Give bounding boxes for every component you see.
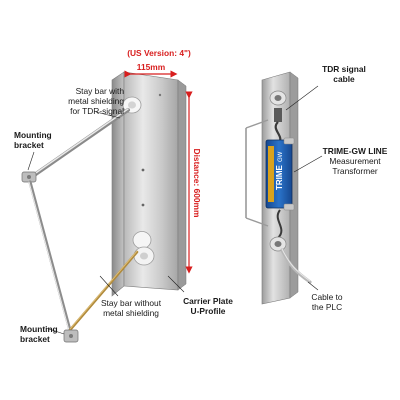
- trime-line2: Measurement: [329, 156, 381, 166]
- right-stay-rod-top: [245, 119, 269, 129]
- leader-trime: [293, 155, 323, 173]
- stay-bar-shielded-label: Stay bar with metal shielding for TDR-si…: [44, 86, 124, 116]
- mounting-bracket-bottom: [63, 329, 79, 343]
- carrier-plate-line2: U-Profile: [190, 306, 226, 316]
- mounting-bracket-bottom-line1: Mounting: [20, 324, 58, 334]
- leader-stay-bar-shielded: [95, 111, 121, 119]
- mounting-bracket-top-line1: Mounting: [14, 130, 52, 140]
- leader-mounting-bracket-top: [27, 151, 35, 171]
- plc-cable-line1: Cable to: [311, 292, 343, 302]
- left-assembly: [21, 70, 193, 343]
- leader-mounting-bracket-bottom: [45, 327, 65, 335]
- mounting-bracket-bottom-label: Mounting bracket: [20, 324, 58, 344]
- plc-cable-line2: the PLC: [311, 302, 343, 312]
- mounting-bracket-top-line2: bracket: [14, 140, 44, 150]
- support-rod-highlight: [28, 181, 72, 339]
- carrier-plate-flange: [177, 79, 187, 291]
- stay-bar-shielded-line2: metal shielding: [68, 96, 124, 106]
- stay-bar-unshielded-highlight: [69, 250, 138, 330]
- lower-connector: [269, 236, 287, 252]
- plc-cable-highlight: [281, 248, 311, 282]
- leader-tdr-cable: [285, 85, 319, 111]
- width-label: 115mm: [136, 62, 166, 72]
- tdr-cable-line2: cable: [333, 74, 355, 84]
- stay-bar-shielded: [28, 108, 130, 180]
- stay-bar-shielded-line1: Stay bar with: [75, 86, 124, 96]
- tdr-cable-label: TDR signal cable: [314, 64, 374, 84]
- trime-gw-transformer: TRIME GW: [265, 137, 295, 211]
- stay-bar-shielded-line3: for TDR-signal: [70, 106, 124, 116]
- stay-bar-unshielded-label: Stay bar without metal shielding: [96, 298, 166, 318]
- mounting-bracket-top: [21, 171, 37, 183]
- bottom-grommet-hole: [140, 252, 148, 260]
- bottom-grommet: [132, 231, 152, 249]
- trime-label: TRIME-GW LINE Measurement Transformer: [318, 146, 392, 176]
- right-assembly: TRIME GW: [245, 71, 323, 305]
- plc-cable-label: Cable to the PLC: [302, 292, 352, 312]
- us-version-label: (US Version: 4"): [127, 48, 191, 58]
- upper-connector: [269, 90, 287, 122]
- trime-line1: TRIME-GW LINE: [322, 146, 388, 156]
- right-stay-rod-bottom: [245, 217, 269, 227]
- top-grommet-hole: [128, 101, 136, 109]
- support-rod: [28, 180, 74, 340]
- stay-bar-unshielded-line1: Stay bar without: [100, 298, 162, 308]
- right-carrier-flange: [289, 71, 299, 299]
- leader-plc-cable: [307, 281, 319, 291]
- distance-label: Distance: 600mm: [192, 148, 202, 218]
- leader-carrier-plate: [167, 275, 185, 293]
- screw-icon: [158, 93, 162, 97]
- carrier-plate-label: Carrier Plate U-Profile: [176, 296, 240, 316]
- device-brand-text: TRIME: [275, 164, 284, 190]
- stay-bar-unshielded-line2: metal shielding: [103, 308, 159, 318]
- stay-bar-unshielded: [68, 250, 139, 332]
- mounting-bracket-top-label: Mounting bracket: [14, 130, 52, 150]
- screw-icon: [141, 203, 145, 207]
- stay-bar-shielded-highlight: [29, 108, 129, 178]
- screw-icon: [141, 168, 145, 172]
- mounting-bracket-bottom-line2: bracket: [20, 334, 50, 344]
- carrier-plate-line1: Carrier Plate: [183, 296, 233, 306]
- internal-cable-lower: [276, 209, 283, 239]
- tdr-cable-line1: TDR signal: [322, 64, 366, 74]
- trime-line3: Transformer: [332, 166, 378, 176]
- device-model-text: GW: [278, 151, 284, 162]
- leader-stay-bar-unshielded: [99, 275, 119, 297]
